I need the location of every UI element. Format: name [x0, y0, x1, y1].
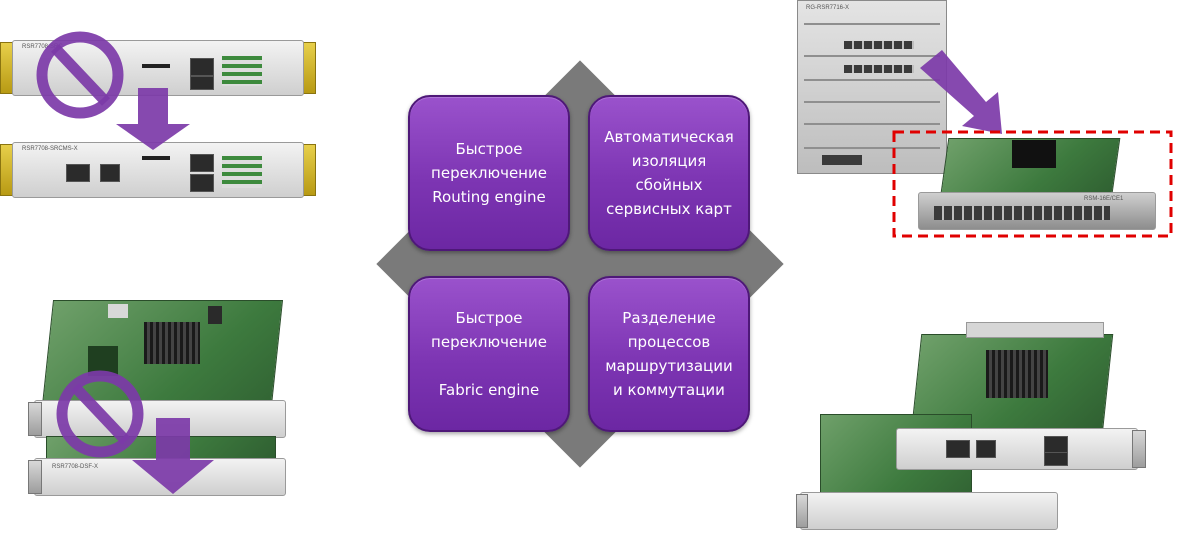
highlight-box	[892, 130, 1173, 238]
prohibited-icon	[56, 370, 144, 458]
tile-routing-engine-text: Быстрое переключение Routing engine	[431, 140, 547, 206]
isolation-graphic	[892, 50, 1173, 238]
failover-graphic-top	[36, 31, 190, 150]
tile-fault-isolation-text: Автоматическая изоляция сбойных сервисны…	[604, 128, 734, 218]
supervisor-card-bottom: RSR7708-SRCMS-X	[0, 140, 316, 198]
service-card-label: RSM-16E/CE1	[1084, 196, 1124, 202]
tile-process-separation-text: Разделение процессов маршрутизации и ком…	[605, 309, 733, 399]
down-arrow-icon	[116, 88, 190, 150]
tile-fabric-engine: Быстрое переключение Fabric engine	[408, 276, 570, 432]
tile-fabric-engine-text: Быстрое переключение Fabric engine	[431, 309, 547, 399]
chassis-label: RG-RSR7716-X	[806, 5, 850, 11]
fabric-card-label: RSR7708-DSF-X	[52, 464, 99, 470]
tile-fault-isolation: Автоматическая изоляция сбойных сервисны…	[588, 95, 750, 251]
card-label-a: RSR7708-SRC	[22, 44, 63, 50]
board-stack-right	[796, 320, 1148, 532]
down-arrow-icon	[132, 418, 214, 494]
router-chassis: RG-RSR7716-X	[797, 0, 947, 174]
diagonal-arrow-icon	[920, 50, 1002, 134]
service-card: RSM-16E/CE1	[904, 134, 1166, 234]
prohibited-icon	[36, 31, 124, 119]
failover-graphic-bottom	[56, 370, 214, 494]
tile-process-separation: Разделение процессов маршрутизации и ком…	[588, 276, 750, 432]
tile-routing-engine: Быстрое переключение Routing engine	[408, 95, 570, 251]
card-label-b: RSR7708-SRCMS-X	[22, 146, 78, 152]
